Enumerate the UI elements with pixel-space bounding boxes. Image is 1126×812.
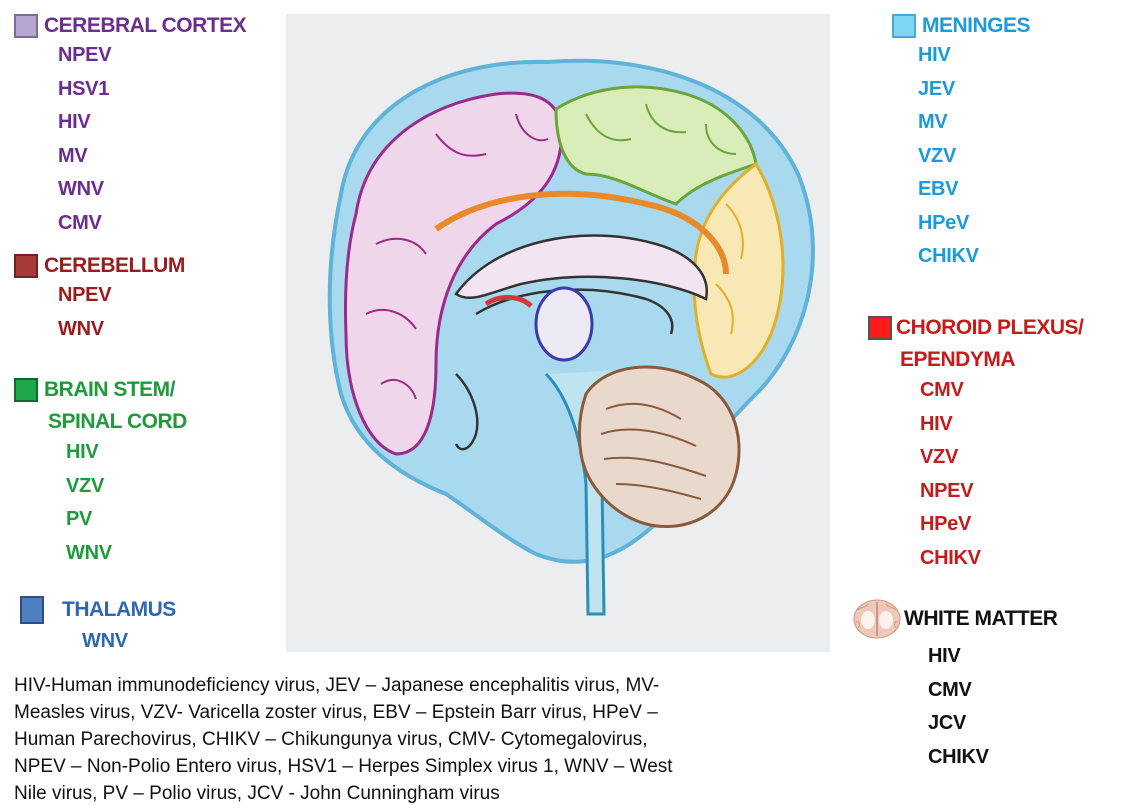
meninges-title: MENINGES xyxy=(922,14,1030,38)
thalamus-group: THALAMUS WNV xyxy=(20,596,176,659)
meninges-swatch xyxy=(892,14,916,38)
white-matter-header: WHITE MATTER xyxy=(852,598,1057,640)
spinal-cord-title: SPINAL CORD xyxy=(48,410,187,434)
brain-stem-swatch xyxy=(14,378,38,402)
choroid-plexus-virus: NPEV xyxy=(920,475,1083,509)
brain-stem-virus: PV xyxy=(66,503,187,537)
meninges-virus: EBV xyxy=(918,173,1030,207)
choroid-plexus-virus: CHIKV xyxy=(920,542,1083,576)
meninges-header: MENINGES xyxy=(892,14,1030,38)
thalamus-virus: WNV xyxy=(82,625,176,659)
white-matter-virus: CHIKV xyxy=(928,741,1057,775)
cerebellum-swatch xyxy=(14,254,38,278)
white-matter-virus: JCV xyxy=(928,707,1057,741)
brain-sagittal-illustration xyxy=(286,14,830,652)
choroid-plexus-virus: CMV xyxy=(920,374,1083,408)
cerebral-cortex-group: CEREBRAL CORTEX NPEV HSV1 HIV MV WNV CMV xyxy=(14,14,246,240)
meninges-virus: JEV xyxy=(918,73,1030,107)
meninges-virus: MV xyxy=(918,106,1030,140)
choroid-plexus-header: CHOROID PLEXUS/ xyxy=(868,316,1083,340)
cerebral-cortex-virus: HSV1 xyxy=(58,73,246,107)
cerebral-cortex-virus: WNV xyxy=(58,173,246,207)
cerebral-cortex-swatch xyxy=(14,14,38,38)
brain-stem-title: BRAIN STEM/ xyxy=(44,378,175,402)
brain-stem-group: BRAIN STEM/ SPINAL CORD HIV VZV PV WNV xyxy=(14,378,187,570)
cerebellum-title: CEREBELLUM xyxy=(44,254,185,278)
legend-line: HIV-Human immunodeficiency virus, JEV – … xyxy=(14,672,894,699)
legend-line: Human Parechovirus, CHIKV – Chikungunya … xyxy=(14,726,894,753)
brain-stem-virus: HIV xyxy=(66,436,187,470)
thalamus-header: THALAMUS xyxy=(20,596,176,624)
meninges-group: MENINGES HIV JEV MV VZV EBV HPeV CHIKV xyxy=(892,14,1030,274)
cerebral-cortex-virus: CMV xyxy=(58,207,246,241)
brain-stem-virus: WNV xyxy=(66,537,187,571)
cerebral-cortex-virus: MV xyxy=(58,140,246,174)
choroid-plexus-swatch xyxy=(868,316,892,340)
brain-stem-virus: VZV xyxy=(66,470,187,504)
ependyma-title: EPENDYMA xyxy=(900,348,1083,372)
cerebellum-group: CEREBELLUM NPEV WNV xyxy=(14,254,185,346)
white-matter-virus: HIV xyxy=(928,640,1057,674)
cerebral-cortex-title: CEREBRAL CORTEX xyxy=(44,14,246,38)
thalamus-swatch xyxy=(20,596,44,624)
legend-line: Measles virus, VZV- Varicella zoster vir… xyxy=(14,699,894,726)
meninges-virus: CHIKV xyxy=(918,240,1030,274)
cerebral-cortex-header: CEREBRAL CORTEX xyxy=(14,14,246,38)
cerebral-cortex-virus: HIV xyxy=(58,106,246,140)
thalamus-title: THALAMUS xyxy=(62,598,176,622)
brain-coronal-icon xyxy=(852,598,902,640)
choroid-plexus-virus: VZV xyxy=(920,441,1083,475)
legend-line: NPEV – Non-Polio Entero virus, HSV1 – He… xyxy=(14,753,894,780)
meninges-virus: HPeV xyxy=(918,207,1030,241)
meninges-virus: HIV xyxy=(918,39,1030,73)
choroid-plexus-group: CHOROID PLEXUS/ EPENDYMA CMV HIV VZV NPE… xyxy=(868,316,1083,575)
abbreviations-legend: HIV-Human immunodeficiency virus, JEV – … xyxy=(14,672,894,807)
legend-line: Nile virus, PV – Polio virus, JCV - John… xyxy=(14,780,894,807)
cerebellum-virus: NPEV xyxy=(58,279,185,313)
choroid-plexus-virus: HPeV xyxy=(920,508,1083,542)
white-matter-title: WHITE MATTER xyxy=(904,607,1057,631)
meninges-virus: VZV xyxy=(918,140,1030,174)
cerebellum-virus: WNV xyxy=(58,313,185,347)
white-matter-virus: CMV xyxy=(928,674,1057,708)
choroid-plexus-title: CHOROID PLEXUS/ xyxy=(896,316,1083,340)
choroid-plexus-virus: HIV xyxy=(920,408,1083,442)
brain-stem-header: BRAIN STEM/ xyxy=(14,378,187,402)
cerebellum-header: CEREBELLUM xyxy=(14,254,185,278)
cerebral-cortex-virus: NPEV xyxy=(58,39,246,73)
